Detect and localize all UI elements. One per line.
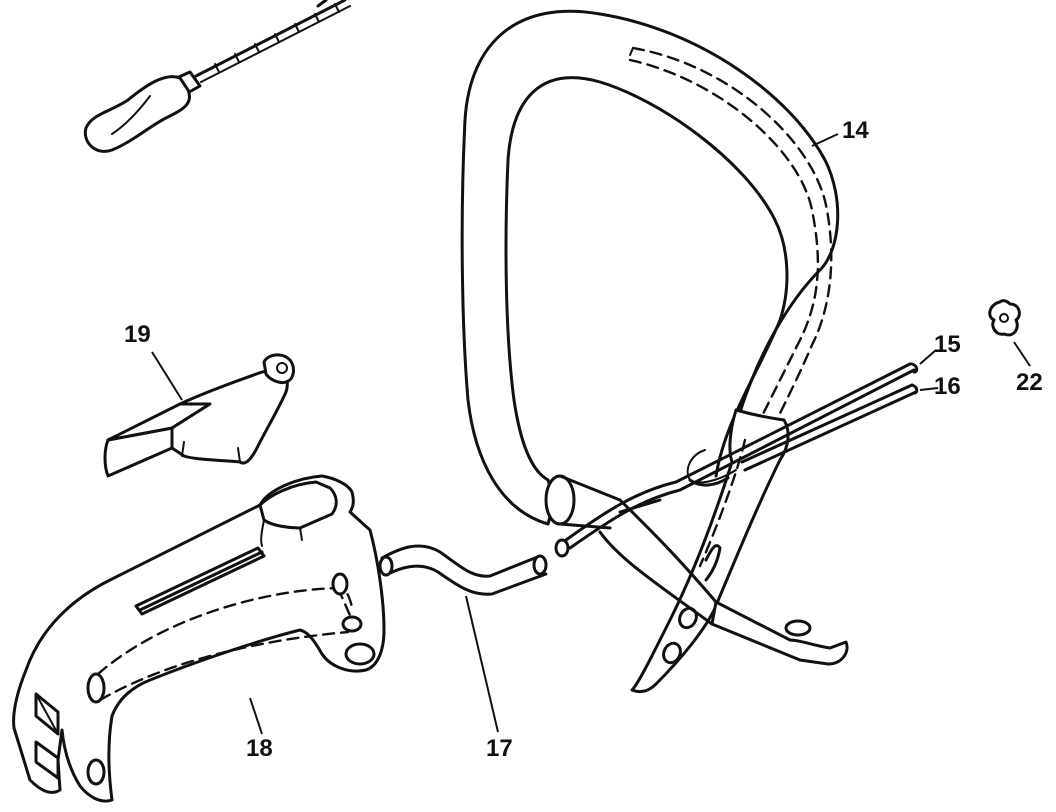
handlebar — [460, 9, 849, 694]
clip-22 — [988, 299, 1021, 337]
callout-14: 14 — [842, 117, 869, 144]
file-tool — [83, 0, 351, 153]
callout-16: 16 — [934, 373, 961, 400]
leader-lines — [151, 133, 1031, 735]
callout-15: 15 — [934, 331, 961, 358]
tube-17 — [378, 544, 548, 596]
rear-handle-18 — [12, 474, 386, 803]
callout-22: 22 — [1016, 369, 1043, 396]
rod-15-16 — [554, 362, 919, 558]
lever-19 — [103, 353, 295, 478]
callout-17: 17 — [486, 735, 513, 762]
callout-19: 19 — [124, 321, 151, 348]
callout-18: 18 — [246, 735, 273, 762]
